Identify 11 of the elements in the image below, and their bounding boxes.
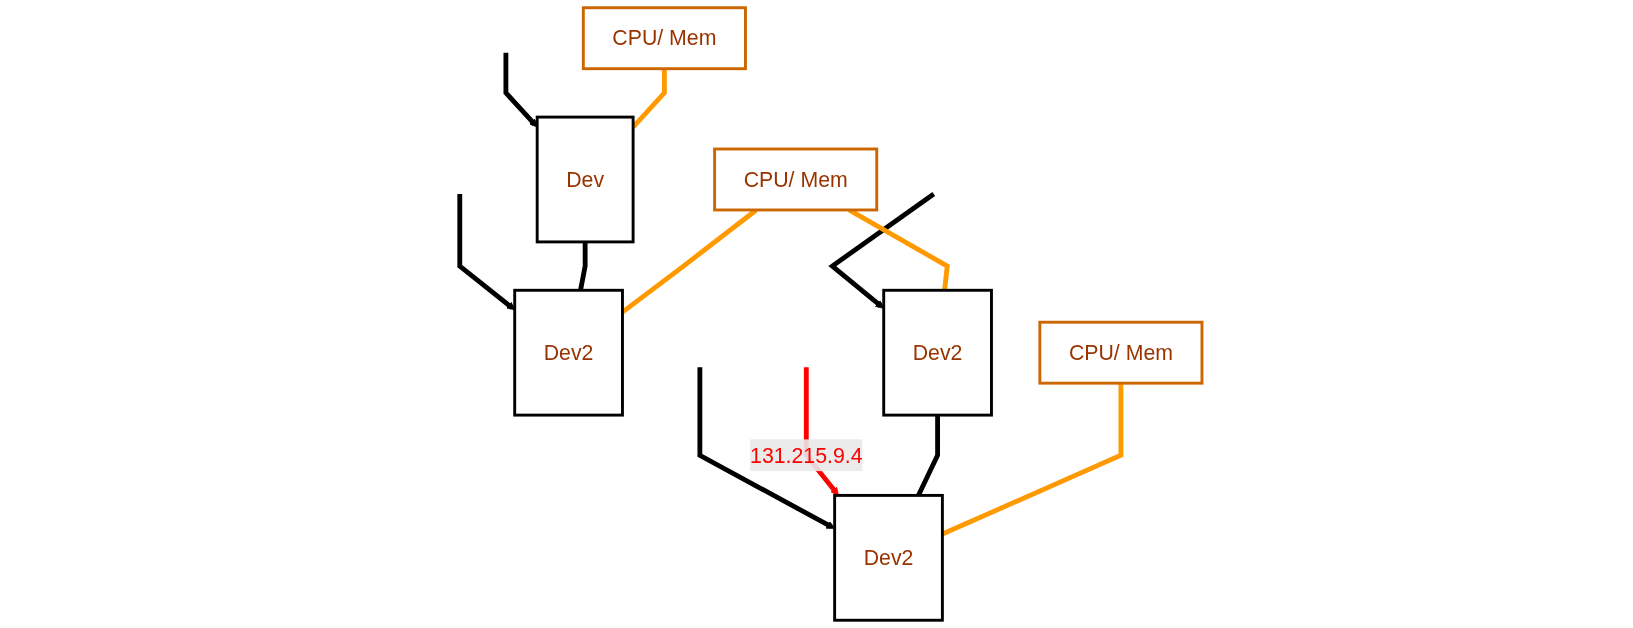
node-box: Dev2 [513, 288, 625, 417]
arrow [828, 192, 936, 309]
node-box: CPU/ Mem [713, 147, 879, 212]
edge-label: 131.215.9.4 [750, 443, 863, 468]
connector [578, 241, 588, 291]
node-box: Dev2 [882, 288, 994, 417]
node-box: Dev [535, 115, 635, 244]
node-box: CPU/ Mem [582, 6, 748, 71]
node-box: Dev2 [833, 493, 944, 622]
arrow [503, 52, 538, 128]
node-box: CPU/ Mem [1038, 320, 1204, 385]
